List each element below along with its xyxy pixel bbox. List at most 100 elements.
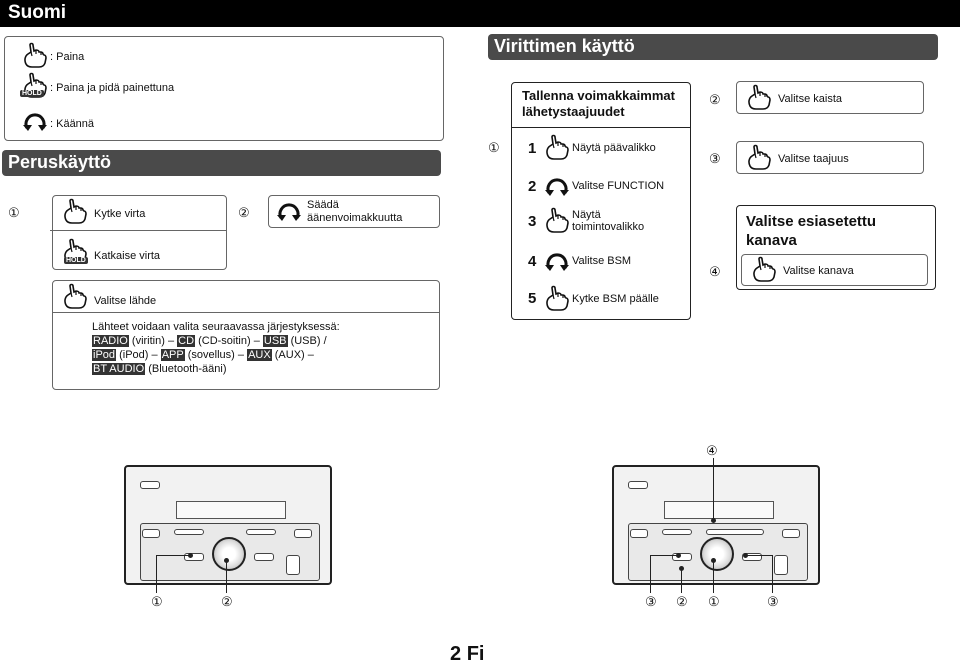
source-usb: USB — [262, 335, 288, 347]
step-3-label-line2: toimintovalikko — [572, 221, 645, 233]
callout-2-device-left: ② — [221, 594, 233, 609]
source-aux-desc: (AUX) – — [274, 349, 314, 361]
leader-dot — [743, 553, 748, 558]
callout-1-device-left: ① — [151, 594, 163, 609]
source-line-2: iPod (iPod) – APP (sovellus) – AUX (AUX)… — [92, 348, 432, 362]
legend-turn-label: : Käännä — [50, 118, 95, 130]
source-radio: RADIO — [92, 335, 129, 347]
preset-buttons — [174, 529, 204, 535]
head-unit-left — [124, 465, 332, 585]
step-4-label: Valitse BSM — [572, 255, 632, 267]
next-button — [254, 553, 274, 561]
next-button — [742, 553, 762, 561]
source-usb-desc: (USB) / — [290, 335, 327, 347]
callout-4-tuner: ④ — [709, 264, 721, 279]
leader-line — [772, 555, 773, 593]
volume-label-line2: äänenvoimakkuutta — [307, 212, 403, 224]
leader-dot — [711, 558, 716, 563]
leader-dot — [711, 518, 716, 523]
step-2-label: Valitse FUNCTION — [572, 180, 665, 192]
turn-icon — [22, 110, 48, 134]
step-3-label: Näytä toimintovalikko — [572, 209, 644, 233]
source-ipod: iPod — [92, 349, 117, 361]
source-intro: Lähteet voidaan valita seuraavassa järje… — [92, 321, 340, 333]
band-box — [736, 81, 924, 114]
press-icon — [544, 285, 570, 311]
legend-press-label: : Paina — [50, 51, 85, 63]
callout-3-tuner: ③ — [709, 151, 721, 166]
select-frequency-label: Valitse taajuus — [778, 153, 849, 165]
source-app: APP — [160, 349, 185, 361]
leader-line — [226, 560, 227, 593]
step-5-number: 5 — [528, 290, 537, 307]
preset-title: Valitse esiasetettu kanava — [746, 212, 876, 250]
source-aux: AUX — [247, 349, 272, 361]
divider — [52, 312, 440, 313]
source-line-1: RADIO (viritin) – CD (CD-soitin) – USB (… — [92, 334, 432, 348]
callout-2-tuner: ② — [709, 92, 721, 107]
power-off-label: Katkaise virta — [94, 250, 161, 262]
page-title: Suomi — [8, 2, 67, 23]
prev-button — [672, 553, 692, 561]
leader-dot — [676, 553, 681, 558]
eject-button — [628, 481, 648, 489]
source-cd-desc: (CD-soitin) – — [198, 335, 260, 347]
back-button — [142, 529, 160, 538]
press-icon — [544, 134, 570, 160]
bsm-title: Tallenna voimakkaimmat lähetystaajuudet — [522, 88, 675, 120]
divider — [511, 127, 691, 128]
volume-knob — [212, 537, 246, 571]
leader-line — [156, 555, 157, 593]
turn-icon — [276, 200, 302, 224]
step-1-label: Näytä päävalikko — [572, 142, 656, 154]
select-band-label: Valitse kaista — [778, 93, 842, 105]
source-line-3: BT AUDIO (Bluetooth-ääni) — [92, 362, 432, 376]
usb-port — [286, 555, 300, 575]
hold-badge: HOLD — [20, 90, 44, 97]
cd-slot — [664, 501, 774, 519]
turn-icon — [544, 250, 570, 274]
volume-label: Säädä äänenvoimakkuutta — [307, 199, 402, 225]
callout-3-device-right-b: ③ — [767, 594, 779, 609]
callout-1-basic: ① — [8, 205, 20, 220]
bsm-box — [511, 82, 691, 320]
legend-box — [4, 36, 444, 141]
page-header: Suomi — [0, 0, 960, 27]
source-ipod-desc: (iPod) – — [119, 349, 158, 361]
preset-buttons — [662, 529, 692, 535]
leader-line — [650, 555, 651, 593]
source-app-desc: (sovellus) – — [187, 349, 245, 361]
step-5-label: Kytke BSM päälle — [572, 293, 659, 305]
leader-line — [713, 458, 714, 520]
press-icon — [746, 84, 772, 110]
eject-button — [140, 481, 160, 489]
source-cd: CD — [177, 335, 196, 347]
leader-line — [681, 568, 682, 593]
leader-dot — [188, 553, 193, 558]
step-1-number: 1 — [528, 140, 537, 157]
hold-badge: HOLD — [64, 257, 88, 264]
basic-section-title: Peruskäyttö — [2, 150, 441, 176]
step-4-number: 4 — [528, 253, 537, 270]
cd-slot — [176, 501, 286, 519]
legend-press-hold-label: : Paina ja pidä painettuna — [50, 82, 175, 94]
callout-2-device-right: ② — [676, 594, 688, 609]
leader-line — [745, 555, 773, 556]
select-channel-label: Valitse kanava — [783, 265, 854, 277]
step-2-number: 2 — [528, 178, 537, 195]
press-icon — [62, 283, 88, 309]
callout-3-device-right: ③ — [645, 594, 657, 609]
tuner-section-title: Virittimen käyttö — [488, 34, 938, 60]
prev-button — [184, 553, 204, 561]
power-on-label: Kytke virta — [94, 208, 146, 220]
head-unit-right — [612, 465, 820, 585]
callout-1-device-right: ① — [708, 594, 720, 609]
callout-2-basic: ② — [238, 205, 250, 220]
turn-icon — [544, 175, 570, 199]
source-bt: BT AUDIO — [92, 363, 146, 375]
back-button — [630, 529, 648, 538]
source-bt-desc: (Bluetooth-ääni) — [148, 363, 227, 375]
page-language: Fi — [466, 643, 485, 665]
preset-title-line1: Valitse esiasetettu — [746, 213, 877, 230]
source-order-text: Lähteet voidaan valita seuraavassa järje… — [92, 320, 432, 376]
